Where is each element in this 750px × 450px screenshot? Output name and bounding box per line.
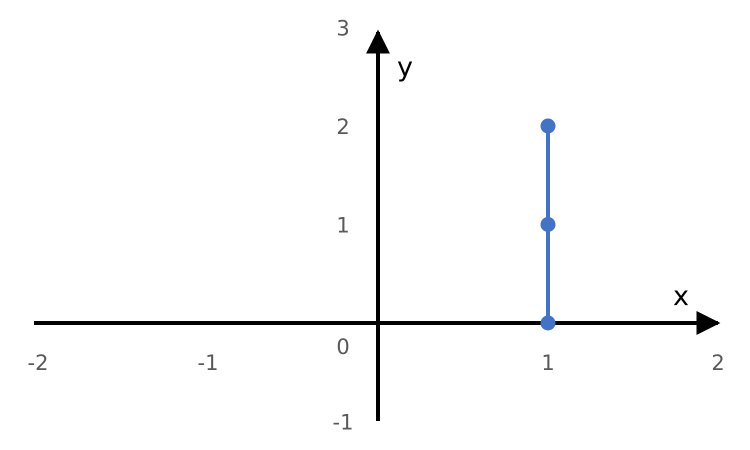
x-tick-label: 1 <box>541 351 554 375</box>
x-tick-labels: -2 -1 1 2 <box>28 351 725 375</box>
x-tick-label: -2 <box>28 351 49 375</box>
y-axis-label: y <box>397 52 413 83</box>
y-tick-label: -1 <box>333 411 354 435</box>
x-tick-label: 2 <box>711 351 724 375</box>
series-layer <box>540 118 556 331</box>
axes <box>34 29 721 421</box>
origin-label: 0 <box>336 335 349 359</box>
x-axis-label: x <box>673 281 689 312</box>
data-point <box>540 315 556 331</box>
y-tick-label: 1 <box>336 214 349 238</box>
y-tick-labels: 3 2 1 -1 <box>333 17 354 435</box>
y-tick-label: 3 <box>336 17 349 41</box>
x-tick-label: -1 <box>198 351 219 375</box>
data-point <box>540 217 556 232</box>
y-tick-label: 2 <box>336 115 349 139</box>
data-point <box>540 118 556 134</box>
